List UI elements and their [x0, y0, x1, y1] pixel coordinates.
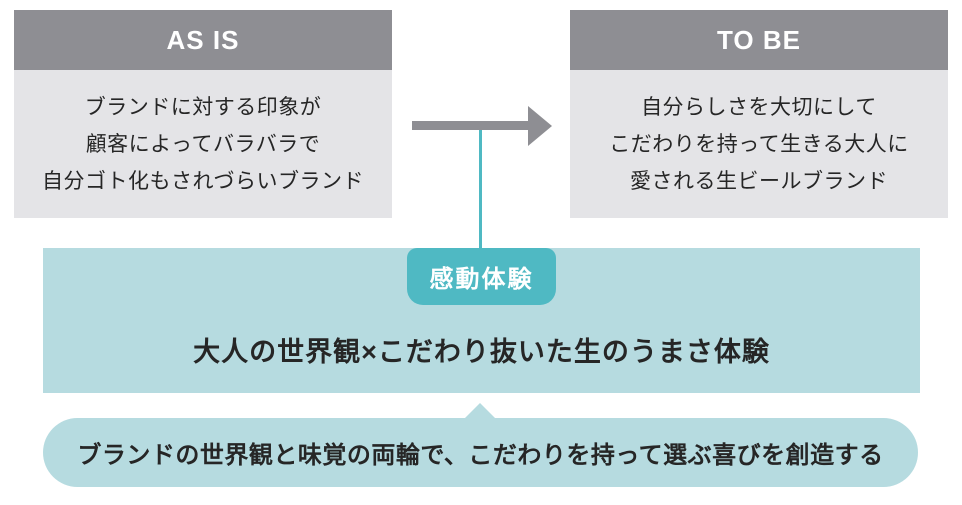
to-be-description: 自分らしさを大切にして こだわりを持って生きる大人に 愛される生ビールブランド — [570, 70, 948, 218]
as-is-title: AS IS — [14, 10, 392, 70]
experience-headline: 大人の世界観×こだわり抜いた生のうまさ体験 — [193, 336, 770, 367]
as-is-line-2: 顧客によってバラバラで — [85, 132, 321, 156]
to-be-title: TO BE — [570, 10, 948, 70]
arrow-head — [528, 106, 552, 146]
as-is-panel: AS IS ブランドに対する印象が 顧客によってバラバラで 自分ゴト化もされづら… — [14, 10, 392, 218]
arrow-shaft — [412, 121, 530, 130]
to-be-panel: TO BE 自分らしさを大切にして こだわりを持って生きる大人に 愛される生ビー… — [570, 10, 948, 218]
to-be-line-1: 自分らしさを大切にして — [641, 95, 877, 119]
foundation-text: ブランドの世界観と味覚の両輪で、こだわりを持って選ぶ喜びを創造する — [77, 442, 884, 469]
experience-badge: 感動体験 — [407, 248, 556, 305]
as-is-line-1: ブランドに対する印象が — [84, 95, 322, 119]
to-be-line-2: こだわりを持って生きる大人に — [609, 132, 909, 156]
as-is-line-3: 自分ゴト化もされづらいブランド — [41, 169, 365, 193]
experience-box: 感動体験 大人の世界観×こだわり抜いた生のうまさ体験 — [43, 248, 920, 393]
arrow-right-icon — [412, 106, 552, 146]
as-is-description: ブランドに対する印象が 顧客によってバラバラで 自分ゴト化もされづらいブランド — [14, 70, 392, 218]
connector-line — [479, 128, 482, 250]
triangle-up-icon — [464, 403, 496, 419]
to-be-line-3: 愛される生ビールブランド — [630, 169, 888, 193]
foundation-pill: ブランドの世界観と味覚の両輪で、こだわりを持って選ぶ喜びを創造する — [43, 418, 918, 487]
